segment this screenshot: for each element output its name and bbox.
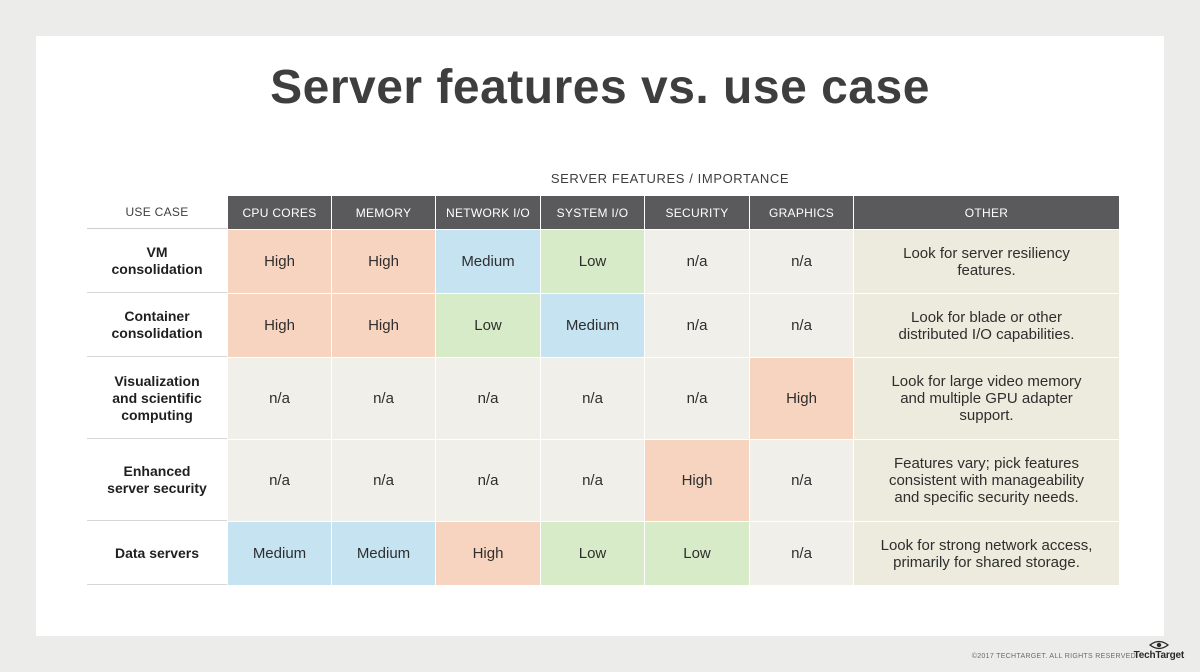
cell-security: n/a xyxy=(645,358,749,439)
logo-text: TechTarget xyxy=(1133,650,1185,661)
cell-network-i-o: Medium xyxy=(436,230,540,293)
cell-network-i-o: n/a xyxy=(436,440,540,521)
cell-security: n/a xyxy=(645,294,749,357)
row-label-data-servers: Data servers xyxy=(87,522,227,585)
header-use-case: USE CASE xyxy=(87,196,227,229)
techtarget-logo: TechTarget xyxy=(1134,640,1184,661)
header-memory: MEMORY xyxy=(332,196,435,229)
copyright-notice: ©2017 TECHTARGET. ALL RIGHTS RESERVED xyxy=(971,653,1136,660)
cell-security: n/a xyxy=(645,230,749,293)
cell-network-i-o: n/a xyxy=(436,358,540,439)
cell-other-note: Look for strong network access, primaril… xyxy=(854,522,1119,585)
row-label-container-consolidation: Container consolidation xyxy=(87,294,227,357)
cell-memory: n/a xyxy=(332,358,435,439)
cell-other-note: Look for large video memory and multiple… xyxy=(854,358,1119,439)
cell-security: High xyxy=(645,440,749,521)
header-cpu-cores: CPU CORES xyxy=(228,196,331,229)
row-label-enhanced-server-security: Enhanced server security xyxy=(87,440,227,521)
cell-system-i-o: Low xyxy=(541,522,644,585)
features-caption: SERVER FEATURES / IMPORTANCE xyxy=(550,171,790,186)
cell-cpu-cores: High xyxy=(228,230,331,293)
row-label-vm-consolidation: VM consolidation xyxy=(87,230,227,293)
cell-cpu-cores: n/a xyxy=(228,358,331,439)
cell-graphics: n/a xyxy=(750,294,853,357)
cell-system-i-o: Low xyxy=(541,230,644,293)
cell-network-i-o: Low xyxy=(436,294,540,357)
cell-graphics: High xyxy=(750,358,853,439)
cell-system-i-o: n/a xyxy=(541,440,644,521)
cell-security: Low xyxy=(645,522,749,585)
cell-cpu-cores: Medium xyxy=(228,522,331,585)
cell-other-note: Features vary; pick features consistent … xyxy=(854,440,1119,521)
eye-icon xyxy=(1148,640,1169,650)
cell-cpu-cores: n/a xyxy=(228,440,331,521)
cell-memory: n/a xyxy=(332,440,435,521)
row-label-visualization-and-scientific-computing: Visualization and scientific computing xyxy=(87,358,227,439)
cell-other-note: Look for server resiliency features. xyxy=(854,230,1119,293)
header-network-io: NETWORK I/O xyxy=(436,196,540,229)
header-other: OTHER xyxy=(854,196,1119,229)
cell-graphics: n/a xyxy=(750,522,853,585)
cell-memory: High xyxy=(332,230,435,293)
cell-graphics: n/a xyxy=(750,440,853,521)
header-system-io: SYSTEM I/O xyxy=(541,196,644,229)
cell-memory: Medium xyxy=(332,522,435,585)
cell-network-i-o: High xyxy=(436,522,540,585)
header-graphics: GRAPHICS xyxy=(750,196,853,229)
header-security: SECURITY xyxy=(645,196,749,229)
cell-system-i-o: Medium xyxy=(541,294,644,357)
cell-graphics: n/a xyxy=(750,230,853,293)
page-title: Server features vs. use case xyxy=(270,61,930,114)
cell-system-i-o: n/a xyxy=(541,358,644,439)
cell-cpu-cores: High xyxy=(228,294,331,357)
cell-memory: High xyxy=(332,294,435,357)
comparison-table: USE CASE CPU CORES MEMORY NETWORK I/O SY… xyxy=(87,196,1119,585)
cell-other-note: Look for blade or other distributed I/O … xyxy=(854,294,1119,357)
